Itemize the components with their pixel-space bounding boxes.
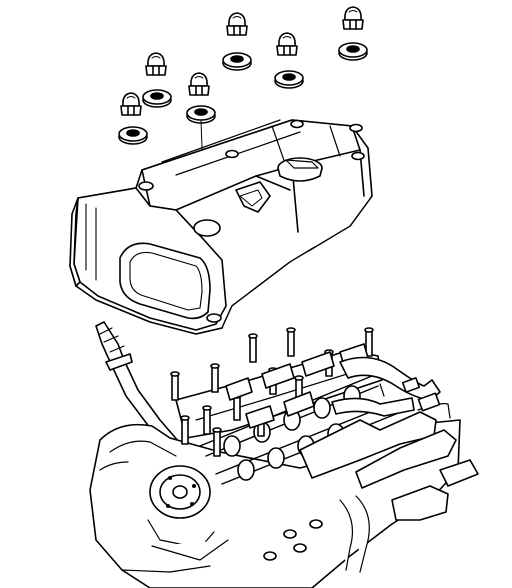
cover-mounting-bosses: [138, 119, 365, 323]
oil-filler-cap: [277, 157, 323, 182]
spark-plug-opening: [193, 219, 221, 237]
sealing-washers: [118, 42, 368, 145]
sealing-washer: [118, 126, 148, 145]
cylinder-head: [89, 419, 461, 588]
sealing-washer: [186, 105, 216, 124]
camshaft-assembly: [170, 327, 397, 485]
cap-nut: [342, 6, 364, 30]
cap-nut: [188, 72, 210, 96]
sealing-washer: [142, 89, 172, 108]
cam-pulley: [149, 465, 211, 519]
cap-nut: [226, 12, 248, 36]
cap-nut: [120, 92, 142, 116]
head-bolts-bottom: [263, 519, 323, 561]
cap-nut: [276, 32, 298, 56]
sealing-washer: [222, 52, 252, 71]
sealing-washer: [338, 42, 368, 61]
valve-cover: [69, 119, 373, 335]
wiring-harness: [299, 356, 479, 573]
cap-nut: [145, 52, 167, 76]
sealing-washer: [274, 70, 304, 89]
cap-nuts: [120, 6, 364, 116]
